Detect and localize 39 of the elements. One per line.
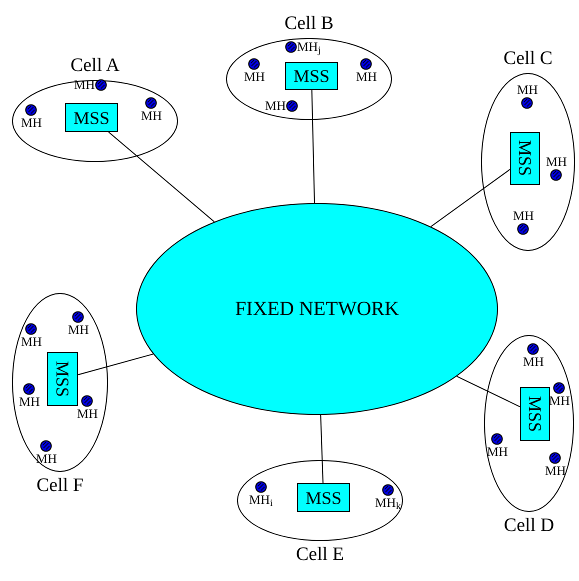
mobile-host-label: MH$_{j}$ [297, 40, 321, 54]
cell-label: Cell B [284, 12, 334, 36]
mobile-host-label: MH [546, 155, 567, 169]
mobile-host-label: MH$_{i}$ [249, 493, 273, 507]
connection-line [78, 354, 154, 376]
mobile-host-label: MH [487, 445, 508, 459]
cell-label: Cell D [504, 514, 554, 538]
mobile-host-label: MH [244, 70, 265, 84]
mss-box: MSS [520, 387, 550, 441]
mobile-host-label: MH [545, 464, 566, 478]
mobile-host-label: MH [517, 83, 538, 97]
mobile-host-label: MH [141, 109, 162, 123]
connection-line [311, 90, 315, 204]
mobile-host-label: MH [19, 395, 40, 409]
mobile-host-label: MH [21, 335, 42, 349]
mss-box: MSS [510, 132, 540, 185]
connection-line [430, 168, 510, 228]
mobile-host-label: MH$_{k}$ [375, 496, 401, 510]
mobile-host-label: MH [68, 323, 89, 337]
connection-line [320, 414, 324, 484]
mobile-host-label: MH [513, 209, 534, 223]
connection-line [108, 132, 215, 222]
mobile-host-label: MH [265, 99, 286, 113]
mss-box: MSS [297, 483, 350, 512]
cell-label: Cell C [503, 47, 553, 71]
network-ellipse: FIXED NETWORK [136, 203, 498, 415]
mobile-host-label: MH [21, 116, 42, 130]
cell-label: Cell A [70, 54, 120, 78]
mobile-host-label: MH [36, 452, 57, 466]
mobile-host-label: MH [523, 355, 544, 369]
mobile-host-label: MH [77, 407, 98, 421]
mobile-host-label: MH [549, 394, 570, 408]
mss-box: MSS [285, 62, 338, 90]
cell-label: Cell E [296, 543, 344, 567]
mss-box: MSS [65, 103, 118, 132]
connection-line [456, 376, 520, 408]
cell-label: Cell F [36, 474, 84, 498]
mss-box: MSS [47, 352, 78, 406]
mobile-host-label: MH [356, 70, 377, 84]
